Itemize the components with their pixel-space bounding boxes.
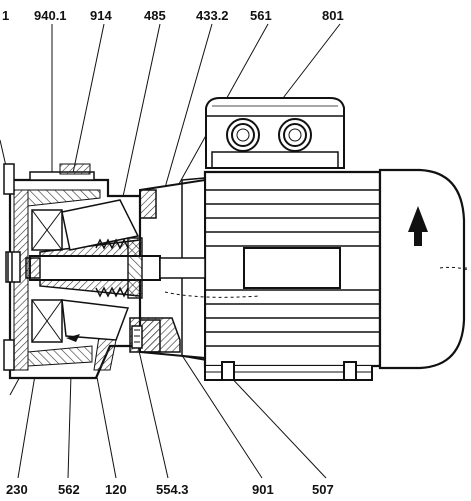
label-940-1: 940.1 <box>34 8 67 23</box>
cable-gland-right-icon <box>278 118 312 152</box>
mechanical-seal-433-2 <box>95 237 143 299</box>
label-801: 801 <box>322 8 344 23</box>
fan-cover <box>378 168 466 370</box>
label-433-2: 433.2 <box>196 8 229 23</box>
electric-motor <box>203 97 466 381</box>
label-562: 562 <box>58 482 80 497</box>
motor-feet <box>204 361 373 381</box>
shaft-and-seal <box>25 237 206 299</box>
label-230: 230 <box>6 482 28 497</box>
cable-gland-left-icon <box>226 118 260 152</box>
drain-plug-icon <box>66 334 80 342</box>
terminal-box <box>205 97 345 169</box>
label-485: 485 <box>144 8 166 23</box>
cooling-fins <box>205 189 380 347</box>
label-554-3: 554.3 <box>156 482 189 497</box>
label-901: 901 <box>252 482 274 497</box>
arrow-up-icon <box>408 206 428 246</box>
label-507: 507 <box>312 482 334 497</box>
label-120: 120 <box>105 482 127 497</box>
label-1: 1 <box>2 8 9 23</box>
label-561: 561 <box>250 8 272 23</box>
name-plate <box>243 247 341 289</box>
foot-bracket <box>129 317 181 353</box>
label-914: 914 <box>90 8 112 23</box>
bottom-labels: 230 562 120 554.3 901 507 <box>6 482 334 497</box>
break-lines <box>164 266 469 298</box>
top-labels: 1 940.1 914 485 433.2 561 801 <box>2 8 344 23</box>
casing-bolts <box>3 163 21 371</box>
